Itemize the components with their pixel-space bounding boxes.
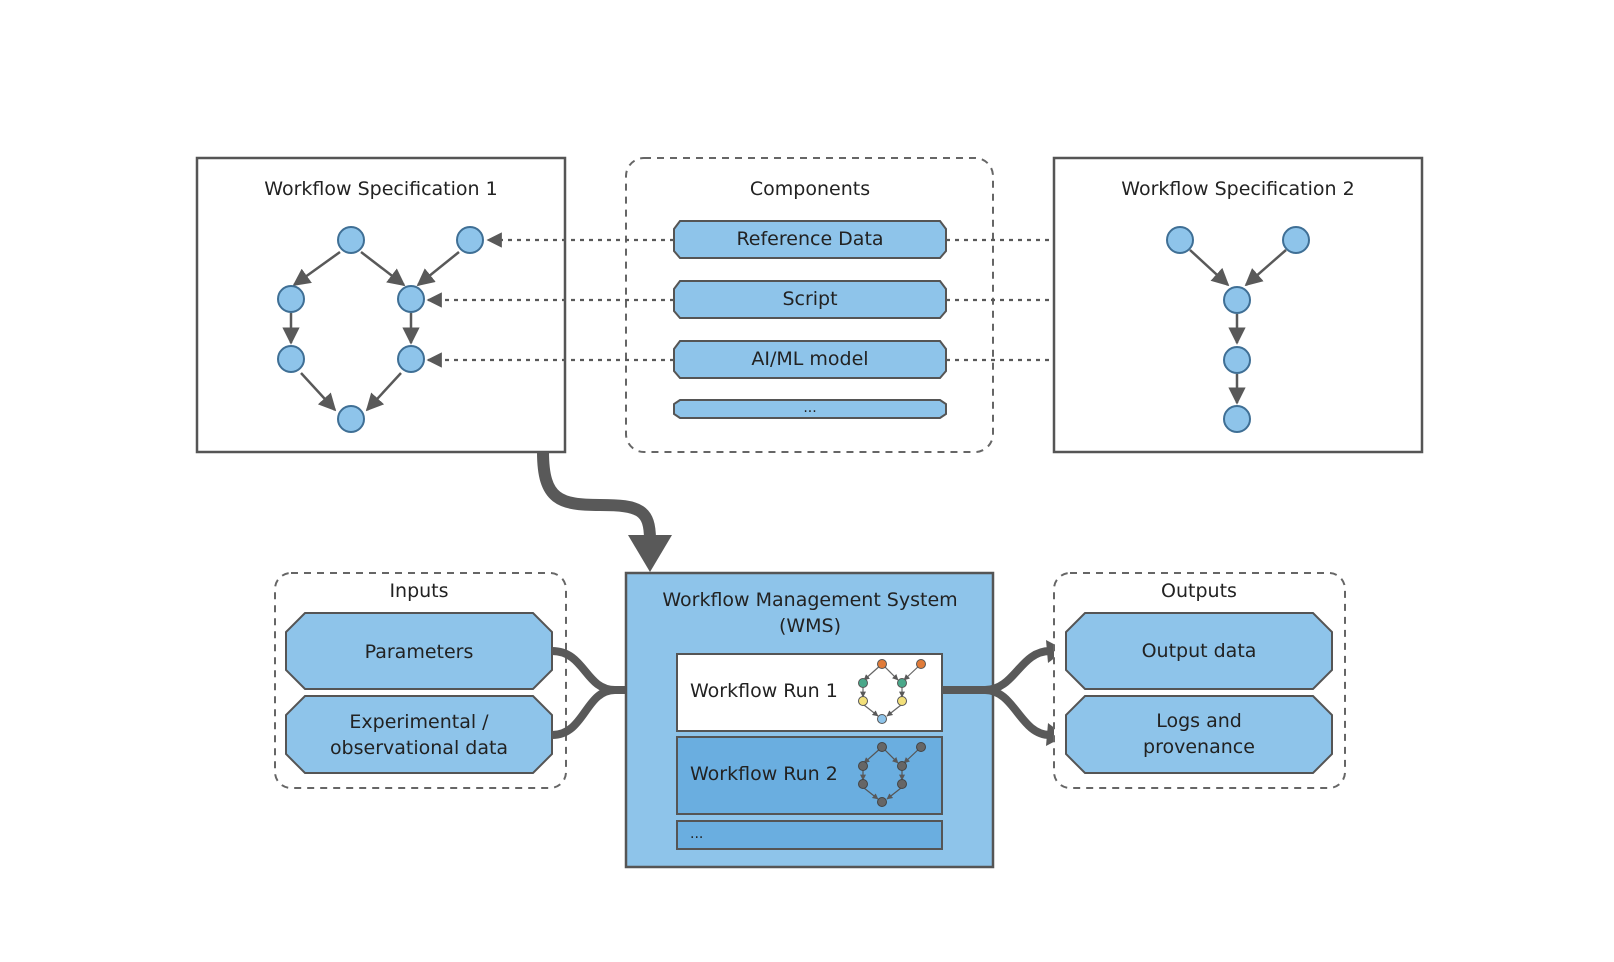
workflow-spec-2: Workflow Specification 2	[1052, 156, 1424, 454]
svg-text:Logs and: Logs and	[1156, 710, 1242, 732]
spec-to-wms-arrow	[537, 451, 672, 572]
output-data: Output data	[1065, 612, 1333, 690]
component-more: ...	[673, 399, 947, 419]
components-group: Components Reference Data Script AI/ML m…	[625, 157, 994, 453]
svg-text:Script: Script	[782, 288, 837, 310]
graph-node	[456, 226, 484, 254]
graph-node	[337, 405, 365, 433]
graph-node	[277, 345, 305, 373]
graph-node	[1223, 346, 1251, 374]
inputs-title: Inputs	[389, 580, 448, 602]
svg-text:...: ...	[690, 826, 703, 842]
input-experimental-data: Experimental / observational data	[285, 695, 553, 774]
svg-text:Workflow Run 1: Workflow Run 1	[690, 680, 838, 702]
spec1-title: Workflow Specification 1	[264, 178, 497, 200]
wms-to-outputs-arrows	[942, 647, 1051, 739]
spec2-title: Workflow Specification 2	[1121, 178, 1354, 200]
wms-title-line2: (WMS)	[779, 615, 841, 637]
graph-node	[397, 285, 425, 313]
inputs-group: Inputs Parameters Experimental / observa…	[274, 572, 567, 789]
graph-node	[1223, 286, 1251, 314]
component-ai-ml-model: AI/ML model	[673, 340, 947, 379]
svg-text:Workflow Run 2: Workflow Run 2	[690, 763, 838, 785]
svg-text:observational data: observational data	[330, 737, 508, 759]
svg-text:Reference Data: Reference Data	[736, 228, 883, 250]
graph-node	[1223, 405, 1251, 433]
run2-mini-graph-icon	[858, 742, 926, 807]
component-reference-data: Reference Data	[673, 220, 947, 259]
graph-node	[1282, 226, 1310, 254]
wms-title-line1: Workflow Management System	[662, 589, 957, 611]
graph-node	[337, 226, 365, 254]
wms-box: Workflow Management System (WMS) Workflo…	[624, 571, 995, 869]
graph-node	[1166, 226, 1194, 254]
workflow-run-2: Workflow Run 2	[676, 736, 943, 815]
outputs-title: Outputs	[1161, 580, 1237, 602]
components-title: Components	[750, 178, 870, 200]
graph-node	[397, 345, 425, 373]
workflow-spec-1: Workflow Specification 1	[195, 156, 567, 454]
graph-node	[277, 285, 305, 313]
spec1-graph	[277, 226, 484, 433]
svg-text:provenance: provenance	[1143, 736, 1255, 758]
workflow-run-more: ...	[676, 820, 943, 850]
svg-text:Output data: Output data	[1142, 640, 1257, 662]
svg-text:Experimental /: Experimental /	[349, 711, 489, 733]
workflow-run-1: Workflow Run 1	[676, 653, 943, 732]
svg-text:...: ...	[803, 400, 816, 416]
input-parameters: Parameters	[285, 612, 553, 690]
run1-mini-graph-icon	[858, 659, 926, 724]
spec2-graph	[1166, 226, 1310, 433]
outputs-group: Outputs Output data Logs and provenance	[1053, 572, 1346, 789]
svg-text:Parameters: Parameters	[365, 641, 474, 663]
output-logs-provenance: Logs and provenance	[1065, 695, 1333, 774]
component-script: Script	[673, 280, 947, 319]
svg-text:AI/ML model: AI/ML model	[751, 348, 868, 370]
